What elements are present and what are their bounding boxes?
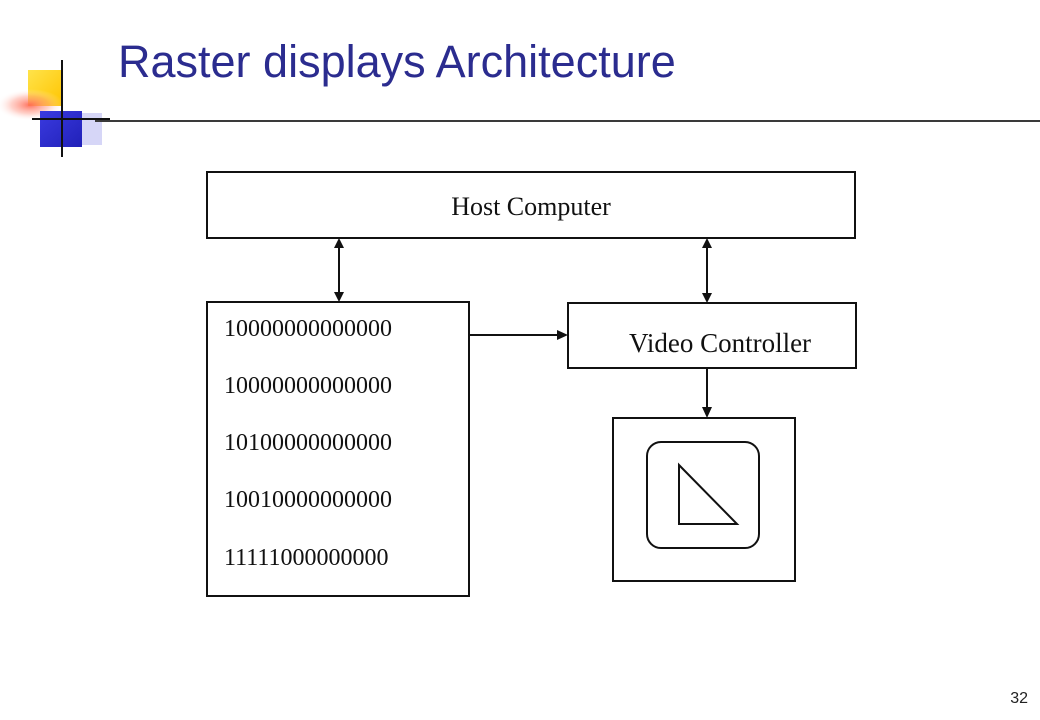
frame-buffer-row: 10000000000000 [224, 373, 392, 399]
monitor-screen [646, 441, 760, 549]
arrowhead-down [334, 292, 344, 302]
connector-host-frame-buffer [334, 238, 344, 302]
raster-architecture-diagram: Host Computer 10000000000000 10000000000… [206, 171, 857, 597]
frame-buffer-row: 10010000000000 [224, 487, 392, 513]
host-computer-label: Host Computer [451, 192, 611, 221]
connector-video-controller-monitor [702, 368, 712, 418]
frame-buffer-node: 10000000000000 10000000000000 1010000000… [206, 301, 470, 597]
host-computer-box [206, 171, 856, 239]
crosshair-squares-logo [0, 60, 110, 157]
frame-buffer-row: 10000000000000 [224, 316, 392, 342]
arrowhead-up [334, 238, 344, 248]
frame-buffer-row: 10100000000000 [224, 430, 392, 456]
frame-buffer-box [206, 301, 470, 597]
host-computer-node: Host Computer [206, 171, 856, 239]
video-controller-node: Video Controller [567, 302, 857, 369]
video-controller-label: Video Controller [629, 328, 811, 358]
arrowhead-up [702, 238, 712, 248]
slide-title: Raster displays Architecture [118, 36, 676, 87]
arrowhead-down [702, 293, 712, 303]
connector-host-video-controller [702, 238, 712, 303]
connector-frame-buffer-video-controller [469, 330, 568, 340]
frame-buffer-row: 11111000000000 [224, 545, 388, 571]
triangle-shape [678, 462, 740, 525]
arrowhead-right [557, 330, 568, 340]
arrowhead-down [702, 407, 712, 418]
page-number: 32 [1010, 690, 1028, 707]
video-controller-box [567, 302, 857, 369]
monitor-triangle-icon [612, 417, 796, 582]
title-divider [95, 120, 1040, 122]
